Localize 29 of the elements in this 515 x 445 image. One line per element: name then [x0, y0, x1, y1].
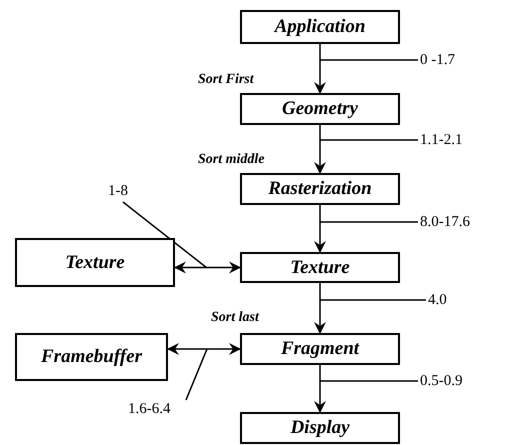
value-label: 1.6-6.4	[128, 400, 188, 418]
process-box: Texture	[240, 252, 400, 283]
process-box: Geometry	[240, 93, 400, 125]
value-label: 1-8	[108, 182, 138, 200]
leader-line	[122, 201, 208, 269]
leader-line	[320, 299, 426, 301]
leader-line	[320, 139, 418, 141]
leader-line	[320, 221, 418, 223]
process-box: Texture	[15, 238, 175, 287]
leader-line	[320, 59, 418, 61]
arrow	[314, 44, 326, 94]
double-arrow	[167, 343, 241, 355]
process-box: Framebuffer	[15, 333, 168, 381]
value-label: 1.1-2.1	[420, 131, 480, 149]
double-arrow	[174, 262, 241, 274]
process-box: Fragment	[240, 333, 400, 365]
value-label: 4.0	[428, 291, 468, 309]
process-box: Rasterization	[240, 173, 400, 205]
value-label: 0 -1.7	[420, 51, 480, 69]
arrow	[314, 365, 326, 413]
arrow	[314, 125, 326, 174]
leader-line	[185, 348, 208, 400]
value-label: 8.0-17.6	[420, 213, 490, 231]
process-box: Application	[240, 10, 400, 44]
leader-line	[320, 380, 418, 382]
process-box: Display	[240, 412, 400, 444]
value-label: 0.5-0.9	[420, 372, 480, 390]
arrow	[314, 283, 326, 334]
arrow	[314, 205, 326, 253]
